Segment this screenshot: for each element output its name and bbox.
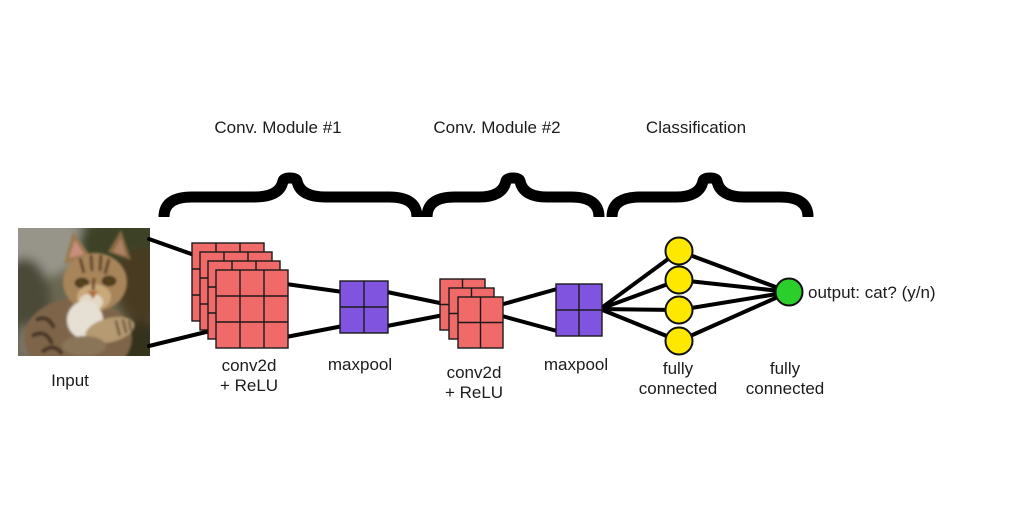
classification-header: Classification [645,118,747,137]
brace-conv-module-1 [158,172,423,218]
module2-header: Conv. Module #2 [433,118,561,137]
fc2-label-line1: fully [769,359,801,378]
conv1-stack [191,242,289,349]
input-label: Input [51,371,89,390]
conv2-label-line1: conv2d [446,363,502,382]
hidden-neuron [664,236,694,266]
connection-line [677,278,791,294]
fc-hidden-neurons [664,236,694,356]
maxpool2-block [555,283,603,337]
conv1-label-line2: + ReLU [219,376,279,395]
connection-line [677,290,791,312]
connection-line [498,287,559,307]
brace-classification [606,172,814,218]
connection-line [284,282,345,294]
cat-figure [24,230,135,356]
group-braces [158,172,814,218]
conv1-layer [215,269,289,349]
conv2-label-line2: + ReLU [444,383,504,402]
fc2-label: fully connected [746,359,824,399]
fc2-label-line2: connected [745,379,825,398]
conv2-layer [457,296,504,349]
conv2-stack [439,278,504,349]
module1-header: Conv. Module #1 [214,118,342,137]
connection-line [677,249,791,294]
hidden-neuron [664,326,694,356]
brace-conv-module-2 [421,172,605,218]
maxpool1-label: maxpool [327,355,393,374]
connection-line [147,328,216,348]
fc1-label-line2: connected [638,379,718,398]
maxpool2-label: maxpool [543,355,609,374]
fc1-label: fully connected [639,359,717,399]
connection-line [284,324,345,339]
output-label: output: cat? (y/n) [808,283,936,302]
output-neuron [774,277,804,307]
hidden-neuron [664,265,694,295]
conv1-label: conv2d + ReLU [220,356,278,396]
maxpool1-block [339,280,389,334]
hidden-neuron [664,295,694,325]
fc1-label-line1: fully [662,359,694,378]
conv2-label: conv2d + ReLU [445,363,503,403]
conv1-label-line1: conv2d [221,356,277,375]
connection-line [677,290,791,343]
input-cat-image [18,228,150,356]
connection-line [598,249,681,311]
connection-line [500,314,559,333]
